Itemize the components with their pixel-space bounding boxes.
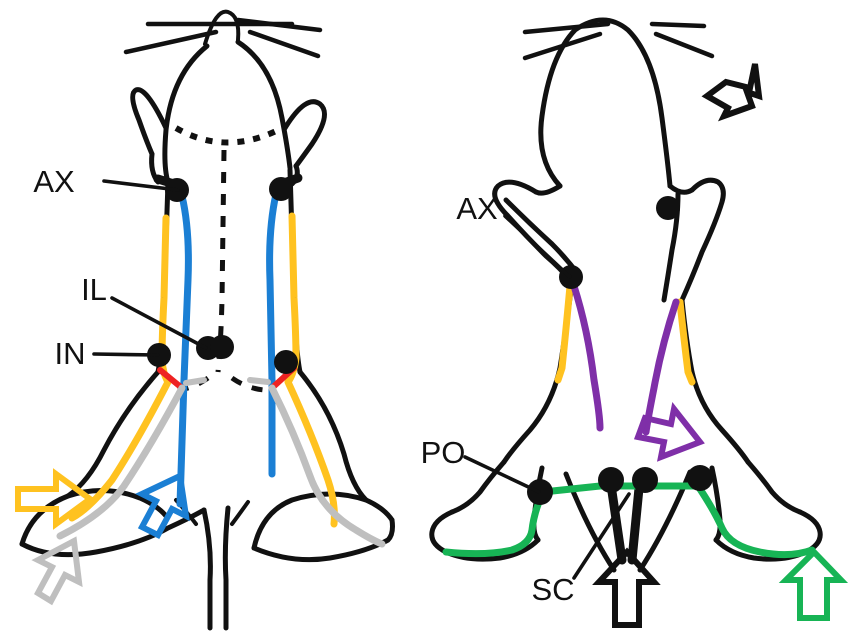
electrode-dot-sc-2 (632, 467, 658, 493)
green-nerve-right (694, 482, 816, 559)
sc-lead-2 (627, 473, 645, 565)
gray-arrow (31, 536, 83, 606)
purple-arrow (633, 402, 705, 462)
forelimb-left-inner-right-panel (503, 197, 581, 277)
yellow-nerve-right (284, 212, 338, 528)
gray-nerve-left (56, 384, 186, 540)
head-outline (162, 39, 293, 185)
electrode-dot-in-right (274, 350, 298, 374)
hindlimb-right-outline-right-panel (745, 459, 803, 515)
leader-line-sc (572, 492, 631, 580)
leader-line-po (463, 455, 541, 494)
label-il: IL (81, 272, 107, 307)
midline-dashed-lower-right (230, 375, 277, 393)
inner-leg-right (230, 500, 250, 526)
whisker-4 (247, 29, 321, 59)
panel-right-dorsal: AX PO SC (421, 17, 849, 628)
purple-nerve-left (570, 282, 604, 432)
whisker-3 (235, 17, 323, 33)
head-outline-right (538, 17, 673, 189)
forelimb-right-outline-right-panel (679, 177, 726, 303)
whiskers-left-panel (123, 17, 323, 59)
label-sc: SC (531, 572, 574, 607)
green-nerve-left (442, 482, 702, 558)
yellow-nerve-left (68, 214, 172, 522)
gray-nerve-right (268, 384, 386, 548)
ear-bump-right (667, 183, 695, 195)
leader-line-in (92, 352, 160, 357)
blue-nerve-right (266, 190, 280, 478)
ear-left (130, 87, 169, 157)
foot-right-outline (251, 517, 395, 563)
whisker-2 (123, 29, 219, 55)
label-ax-right: AX (456, 191, 498, 226)
black-arrow-forelimb (701, 63, 763, 122)
label-ax-left: AX (33, 164, 75, 199)
red-connector-left (157, 367, 185, 391)
chest-dashed-arc (174, 123, 288, 146)
electrode-dot-po-right (687, 465, 713, 491)
tail-outline (201, 505, 231, 631)
midline-dashed (215, 149, 227, 373)
label-in: IN (55, 336, 86, 371)
whisker-r1 (522, 21, 611, 35)
yellow-arrow (15, 468, 96, 530)
panel-left-ventral: AX IL IN (15, 9, 395, 631)
gray-stub-right (247, 377, 271, 385)
hindlimb-right-outline (251, 491, 395, 551)
label-po: PO (421, 435, 466, 470)
leader-line-il (110, 296, 208, 350)
green-arrow (778, 547, 849, 621)
whisker-r3 (649, 21, 707, 29)
electrode-dot-il-center-b (210, 335, 234, 359)
blue-nerve-left (176, 192, 192, 508)
leader-line-ax-left (102, 179, 180, 192)
whisker-r4 (653, 31, 715, 59)
ear-right (282, 99, 327, 169)
electrode-dot-ax-right (269, 177, 293, 201)
snout-outline (203, 9, 241, 46)
ear-bump-left (533, 183, 563, 196)
yellow-nerve-left-right-panel (554, 282, 574, 384)
hip-right-outline (297, 369, 369, 503)
leader-line-ax-right-panel (503, 214, 572, 279)
blue-arrow (135, 471, 190, 539)
black-arrow-tail (592, 547, 661, 628)
electrode-dot-ax-right-right-panel (656, 196, 680, 220)
yellow-nerve-right-right-panel (676, 298, 696, 386)
hip-left-outline (65, 369, 161, 499)
foot-left-outline (19, 507, 207, 558)
gray-stub-left (183, 377, 207, 386)
whiskers-right-panel (522, 21, 715, 61)
electrode-dot-sc-1 (598, 467, 624, 493)
